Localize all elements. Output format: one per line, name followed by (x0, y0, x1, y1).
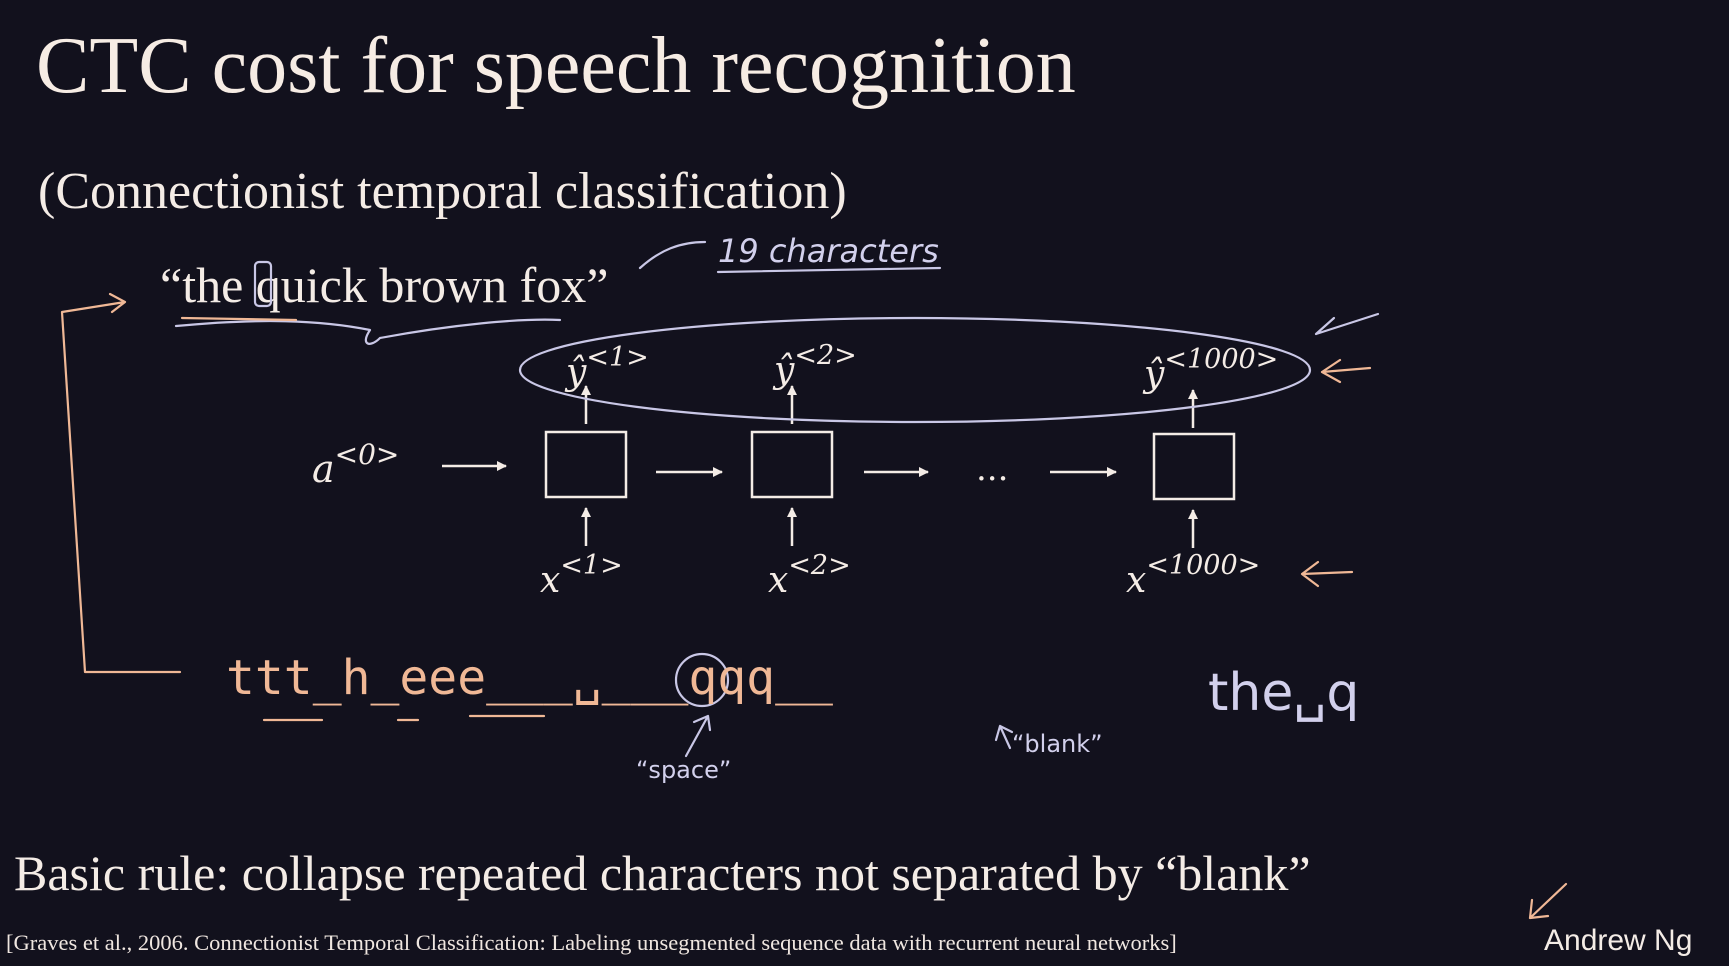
basic-rule: Basic rule: collapse repeated characters… (14, 845, 1311, 901)
ellipsis: ... (976, 449, 1008, 489)
space-label: “space” (636, 756, 731, 784)
space-pointer (684, 714, 712, 758)
yhat2-label: ŷ<2> (772, 340, 857, 391)
blank-label: “blank” (1012, 730, 1103, 758)
yhat1-label: ŷ<1> (564, 342, 649, 393)
feedback-bracket (60, 292, 182, 674)
rnn-cell-3 (1152, 432, 1236, 501)
author-name: Andrew Ng (1544, 924, 1693, 957)
the-underline (180, 316, 298, 322)
space-circle (674, 652, 730, 708)
ctc-output: ttt_h_eee___␣___qqq__ (226, 650, 833, 706)
citation: [Graves et al., 2006. Connectionist Temp… (6, 930, 1177, 955)
arrow-mark-4 (1528, 882, 1568, 920)
x2-label: x<2> (768, 550, 851, 601)
collapsed-text: the␣q (1208, 663, 1359, 723)
example-sentence: “the quick brown fox” (160, 257, 609, 313)
char-count-underline (716, 266, 942, 274)
outputs-ellipse (518, 316, 1312, 424)
slide-subtitle: (Connectionist temporal classification) (38, 163, 847, 220)
rnn-cell-2 (750, 430, 834, 499)
x1000-label: x<1000> (1126, 550, 1260, 601)
x1-label: x<1> (540, 550, 623, 601)
char-count-pointer (638, 240, 707, 270)
char-count-label: 19 characters (718, 232, 939, 270)
space-box-mark (253, 260, 273, 308)
arrow-mark-3 (1300, 560, 1354, 588)
arrow-mark-2 (1320, 358, 1372, 384)
yhat1000-label: ŷ<1000> (1142, 344, 1278, 395)
slide-title: CTC cost for speech recognition (36, 22, 1076, 110)
sentence-brace (174, 318, 562, 345)
blank-pointer (994, 724, 1014, 750)
arrow-mark-1 (1314, 312, 1380, 336)
rnn-cell-1 (544, 430, 628, 499)
a0-label: a<0> (312, 438, 399, 491)
